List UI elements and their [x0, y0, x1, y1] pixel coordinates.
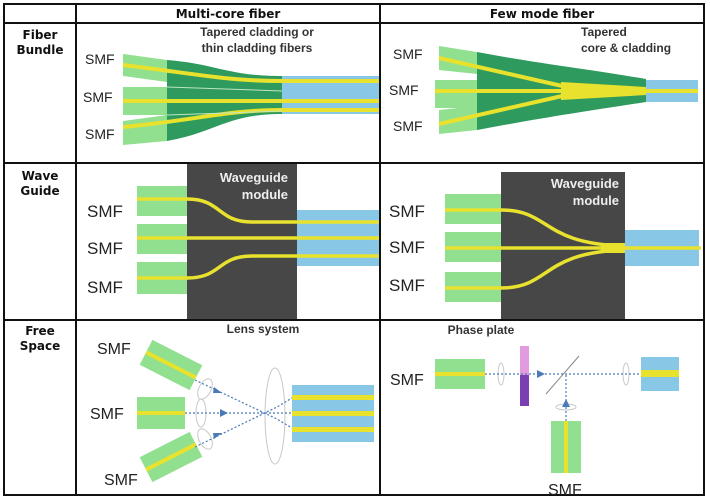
smf-straight [137, 397, 185, 429]
smf-label: SMF [390, 372, 424, 389]
column-header-multi-core: Multi-core fiber [175, 7, 281, 21]
row-header-line: Space [19, 339, 61, 353]
merged-core [601, 243, 625, 253]
row-header-line: Free [25, 324, 55, 338]
row-header-line: Bundle [16, 43, 64, 57]
smf-label: SMF [548, 482, 582, 496]
smf-label: SMF [97, 341, 131, 358]
module-label: module [242, 187, 288, 202]
waveguide-paths [445, 208, 701, 290]
fiber-cores [292, 395, 374, 432]
caption: core & cladding [581, 41, 671, 55]
beam-arrows [213, 387, 228, 439]
caption: Tapered cladding or [200, 25, 314, 39]
smf-horizontal [435, 359, 485, 389]
smf-label: SMF [393, 118, 423, 134]
fiber-bundle-multicore-diagram: Tapered cladding or thin cladding fibers… [83, 25, 379, 145]
caption: Lens system [227, 322, 300, 336]
row-header-line: Guide [20, 184, 60, 198]
fiber-core [641, 370, 679, 377]
fiber-cores [122, 63, 379, 129]
beam-splitter [545, 355, 580, 395]
lens-icon [197, 378, 213, 400]
caption: Tapered [581, 25, 627, 39]
smf-label: SMF [389, 202, 425, 221]
column-header-few-mode: Few mode fiber [489, 7, 595, 21]
beam-paths [185, 379, 307, 448]
lenses [497, 362, 630, 411]
smf-label: SMF [87, 202, 123, 221]
smf-label: SMF [389, 276, 425, 295]
row-divider [3, 319, 705, 321]
module-label: Waveguide [551, 176, 619, 191]
phase-plate [520, 346, 529, 406]
smf-label: SMF [90, 406, 124, 423]
smf-angled-bottom [139, 431, 203, 483]
smf-label: SMF [85, 51, 115, 67]
lens-icon [264, 367, 286, 465]
smf-angled-top [139, 339, 203, 391]
free-space-lens-diagram: Lens system SMF SMF SMF [90, 322, 374, 489]
row-header-line: Wave [21, 169, 59, 183]
waveguide-multicore-diagram: Waveguide module SMF SMF SMF [87, 164, 379, 319]
row-divider [3, 22, 705, 24]
smf-label: SMF [389, 82, 419, 98]
waveguide-module [187, 164, 297, 319]
smf-label: SMF [104, 472, 138, 489]
smf-label: SMF [87, 278, 123, 297]
smf-label: SMF [389, 238, 425, 257]
row-divider [3, 162, 705, 164]
merged-core [561, 82, 646, 100]
free-space-phase-plate-diagram: Phase plate SMF SMF [390, 323, 679, 496]
waveguide-paths [137, 197, 379, 280]
caption: thin cladding fibers [202, 41, 313, 55]
smf-label: SMF [87, 239, 123, 258]
smf-label: SMF [85, 126, 115, 142]
row-header-line: Fiber [22, 28, 58, 42]
module-label: Waveguide [220, 170, 288, 185]
fiber-bundle-fewmode-diagram: Tapered core & cladding SMF SMF SMF [389, 25, 698, 134]
column-divider [379, 3, 381, 496]
caption: Phase plate [448, 323, 515, 337]
smf-label: SMF [83, 89, 113, 105]
smf-label: SMF [393, 46, 423, 62]
beam-arrows [537, 370, 570, 407]
beam-paths [485, 373, 641, 421]
cladding-edges [166, 86, 283, 116]
lens-icon [197, 428, 213, 450]
comparison-table [3, 3, 705, 496]
column-divider [75, 3, 77, 496]
module-label: module [573, 193, 619, 208]
waveguide-fewmode-diagram: Waveguide module SMF SMF SMF [389, 172, 701, 319]
smf-vertical [551, 421, 581, 473]
